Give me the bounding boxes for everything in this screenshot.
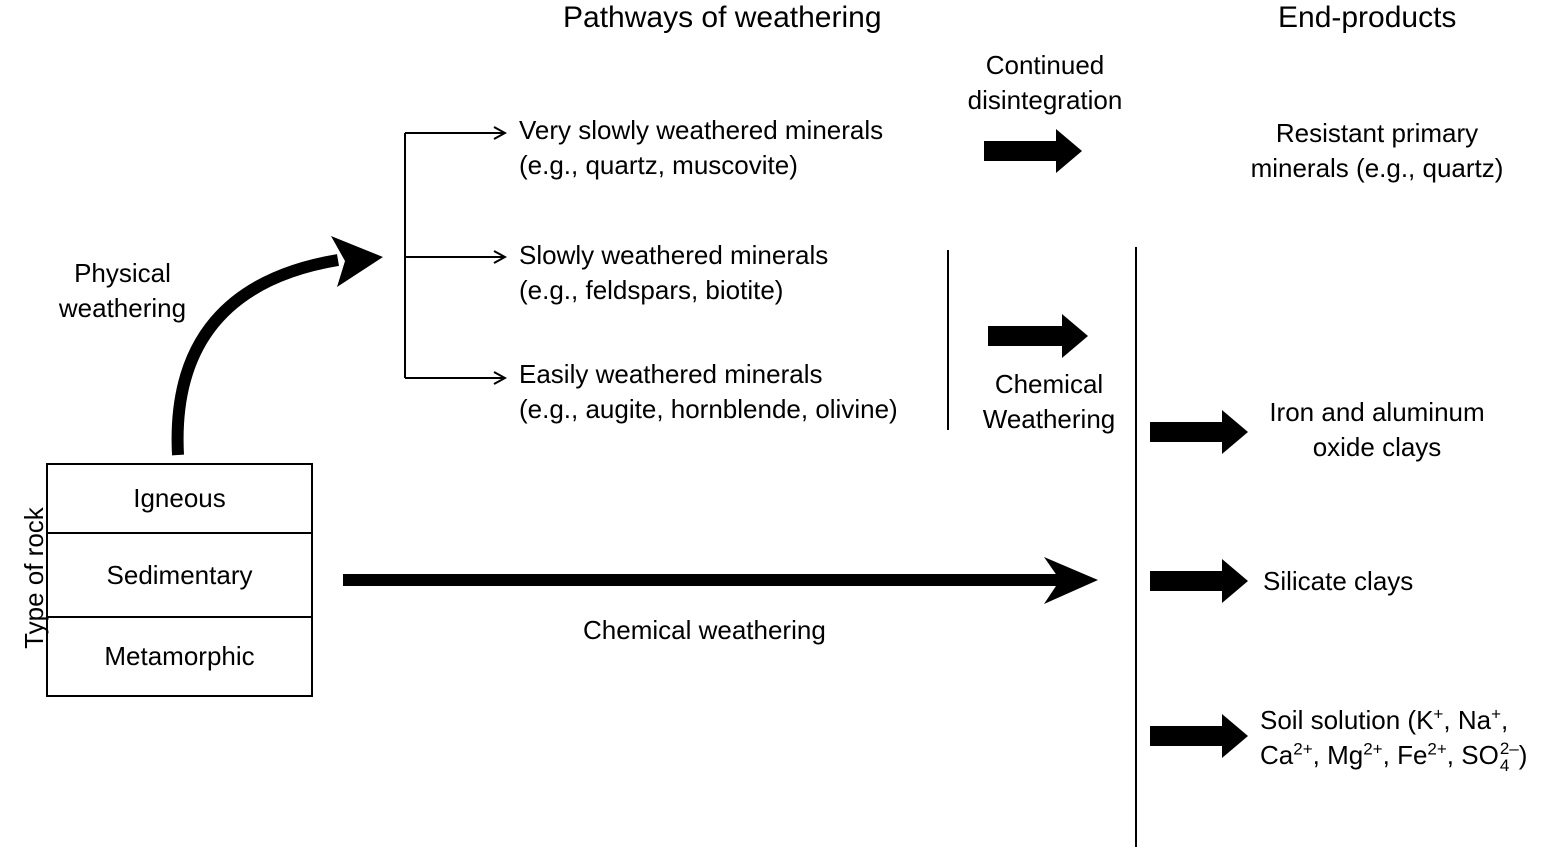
arrow-chemical-weathering bbox=[988, 314, 1088, 358]
mineral-branch-bracket bbox=[404, 133, 505, 378]
header-end-products: End-products bbox=[1278, 1, 1457, 34]
arrow-silicate-clays bbox=[1150, 559, 1248, 603]
continued-disintegration-label: Continued disintegration bbox=[967, 50, 1123, 115]
mineral-group-slow: Slowly weathered minerals (e.g., feldspa… bbox=[519, 240, 829, 305]
chemical-weathering-upper-label: Chemical Weathering bbox=[982, 369, 1116, 434]
physical-weathering-arrow bbox=[171, 236, 383, 456]
ion-k: K+, bbox=[1416, 704, 1458, 735]
rock-metamorphic: Metamorphic bbox=[46, 616, 313, 697]
soil-solution-line-1: Soil solution (K+, Na+, bbox=[1260, 704, 1509, 735]
physical-weathering-label: Physical weathering bbox=[58, 258, 187, 323]
arrow-soil-solution bbox=[1150, 714, 1248, 758]
header-pathways: Pathways of weathering bbox=[563, 1, 882, 34]
arrow-continued-disintegration bbox=[984, 129, 1082, 173]
mineral-group-easy: Easily weathered minerals (e.g., augite,… bbox=[519, 359, 898, 424]
chemical-weathering-long-arrow bbox=[343, 557, 1098, 604]
ion-mg: Mg2+, bbox=[1327, 739, 1398, 770]
end-product-oxide-clays: Iron and aluminum oxide clays bbox=[1269, 397, 1485, 462]
ion-ca: Ca2+, bbox=[1260, 739, 1328, 770]
chemical-weathering-lower-label: Chemical weathering bbox=[583, 615, 826, 645]
rock-igneous: Igneous bbox=[46, 463, 313, 534]
mineral-group-very-slow: Very slowly weathered minerals (e.g., qu… bbox=[519, 115, 884, 180]
arrow-oxide-clays bbox=[1150, 410, 1248, 454]
ion-fe: Fe2+, bbox=[1397, 739, 1462, 770]
end-product-silicate-clays: Silicate clays bbox=[1263, 566, 1414, 596]
rock-sedimentary: Sedimentary bbox=[46, 532, 313, 618]
end-product-resistant-minerals: Resistant primary minerals (e.g., quartz… bbox=[1250, 118, 1504, 183]
ion-na: Na+, bbox=[1457, 704, 1509, 735]
end-product-soil-solution: Soil solution (K+, Na+, Ca2+, Mg2+, Fe2+… bbox=[1260, 703, 1527, 774]
